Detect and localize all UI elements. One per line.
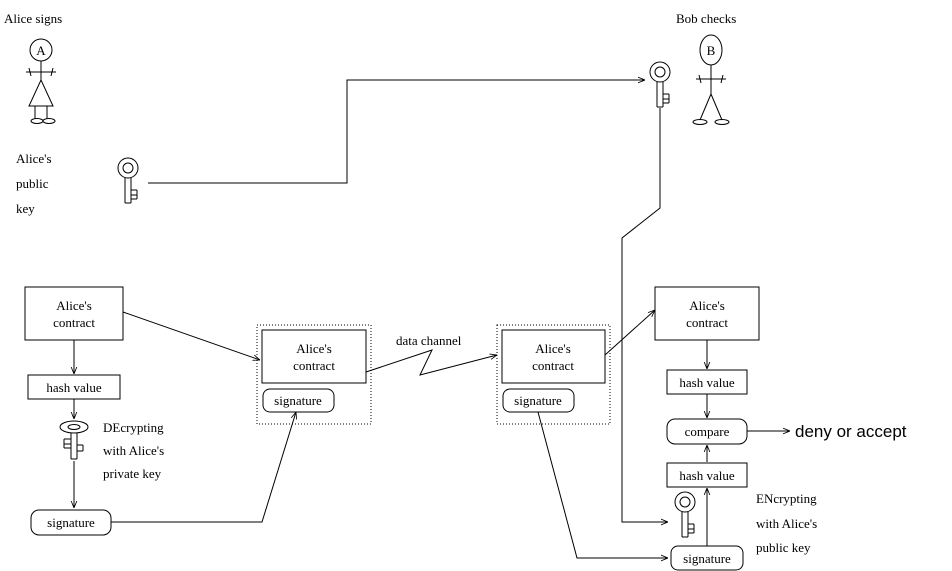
public-key-label-line1: Alice's [16, 151, 52, 166]
check-signature-box [670, 545, 744, 571]
stick-figure-alice-icon [26, 38, 56, 124]
sent-package-frame [256, 324, 372, 425]
received-contract-line1: Alice's [535, 341, 571, 356]
public-key-to-verify-path [621, 108, 668, 522]
verify-public-key-icon [674, 491, 696, 538]
bob-initial: B [707, 43, 716, 58]
result-label: deny or accept [795, 422, 907, 441]
received-contract-box [501, 329, 606, 384]
data-channel-label: data channel [396, 333, 462, 348]
compare-label: compare [685, 424, 730, 439]
contract-to-package-arrow [122, 311, 260, 360]
received-signature-label: signature [514, 393, 562, 408]
received-package-frame [496, 324, 611, 425]
encrypt-line3: public key [756, 540, 811, 555]
decrypt-line2: with Alice's [103, 443, 164, 458]
data-channel-line [365, 349, 497, 376]
check-hash-bottom-label: hash value [679, 468, 734, 483]
check-contract-line1: Alice's [689, 298, 725, 313]
received-signature-to-check-arrow [537, 411, 668, 558]
bob-public-key-icon [649, 61, 671, 108]
alice-contract-line1: Alice's [56, 298, 92, 313]
public-key-label-line3: key [16, 201, 35, 216]
sent-contract-line2: contract [293, 358, 335, 373]
public-key-label-line2: public [16, 176, 49, 191]
decrypt-line3: private key [103, 466, 162, 481]
sent-signature-label: signature [274, 393, 322, 408]
private-key-icon [59, 420, 89, 460]
sent-contract-line1: Alice's [296, 341, 332, 356]
stick-figure-bob-icon [692, 34, 730, 125]
check-hash-top-box [666, 369, 748, 395]
check-signature-label: signature [683, 551, 731, 566]
check-hash-top-label: hash value [679, 375, 734, 390]
sent-contract-box [261, 329, 367, 384]
decrypt-line1: DEcrypting [103, 420, 164, 435]
alice-caption: Alice signs [4, 11, 62, 26]
encrypt-line1: ENcrypting [756, 491, 817, 506]
bob-caption: Bob checks [676, 11, 736, 26]
received-contract-to-check-arrow [604, 310, 655, 356]
check-contract-box [654, 286, 760, 341]
sent-signature-box [262, 388, 335, 413]
alice-initial: A [36, 43, 46, 58]
sign-signature-label: signature [47, 515, 95, 530]
encrypt-line2: with Alice's [756, 516, 817, 531]
public-key-transfer-path [148, 80, 645, 184]
received-contract-line2: contract [532, 358, 574, 373]
check-hash-bottom-box [666, 462, 748, 488]
signature-to-package-arrow [111, 412, 296, 523]
public-key-icon [117, 157, 139, 204]
alice-contract-box [24, 286, 124, 341]
alice-contract-line2: contract [53, 315, 95, 330]
sign-hash-label: hash value [46, 380, 101, 395]
sign-hash-box [27, 374, 121, 400]
check-contract-line2: contract [686, 315, 728, 330]
